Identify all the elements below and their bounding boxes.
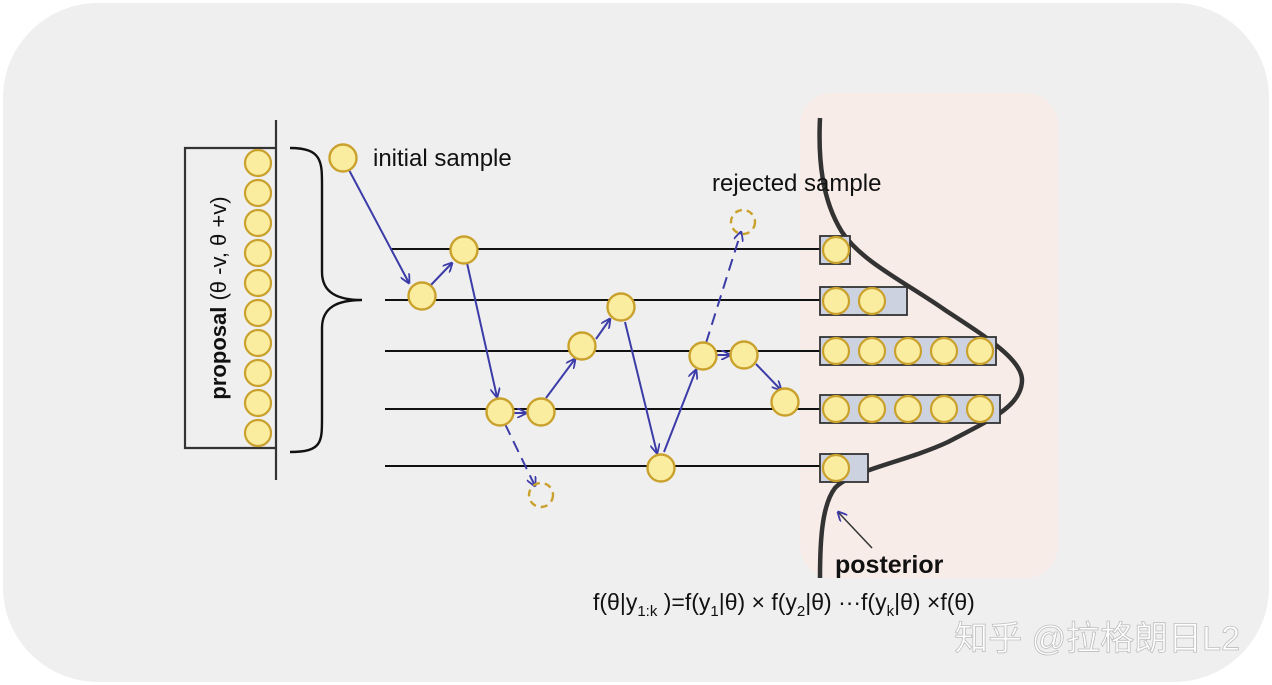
arrow-rejected-bottom <box>504 423 535 486</box>
formula-part-3: |θ) × f(y <box>719 589 798 615</box>
histogram-sample-4-3 <box>893 394 923 424</box>
histogram-sample-3-4 <box>929 336 959 366</box>
formula-sub-2: 2 <box>797 603 805 620</box>
formula-part-5: |θ) ×f(θ) <box>894 589 975 615</box>
chain-sample-10 <box>770 387 800 417</box>
background-card <box>3 3 1269 682</box>
histogram-sample-4-5 <box>965 394 995 424</box>
histogram-sample-4-2 <box>857 394 887 424</box>
initial-sample-point <box>328 143 358 173</box>
posterior-formula: f(θ|y1:k )=f(y1|θ) × f(y2|θ) ···f(yk|θ) … <box>593 589 975 620</box>
chain-samples <box>328 143 800 483</box>
proposal-sample-6 <box>243 298 273 328</box>
proposal-sample-10 <box>243 418 273 448</box>
histogram-sample-4-1 <box>821 394 851 424</box>
rejected-arrows <box>504 232 741 486</box>
histogram-sample-3-5 <box>965 336 995 366</box>
rejected-samples <box>527 208 757 509</box>
arrow-rejected-top <box>705 232 741 344</box>
arrow-s5-to-s6 <box>595 319 610 340</box>
histogram-sample-3-3 <box>893 336 923 366</box>
formula-sub-1: 1 <box>710 603 718 620</box>
formula-sub-1k: 1:k <box>637 603 658 620</box>
proposal-box-border <box>183 146 276 450</box>
watermark: 知乎 @拉格朗日L2 <box>954 620 1240 658</box>
chain-sample-4 <box>526 397 556 427</box>
proposal-sample-3 <box>243 208 273 238</box>
histogram-sample-4-4 <box>929 394 959 424</box>
proposal-sample-7 <box>243 328 273 358</box>
arrow-s6-to-s7 <box>624 321 657 453</box>
proposal-label-bold: proposal <box>206 307 231 400</box>
chain-arrows <box>348 169 781 453</box>
rejected-sample-top <box>729 208 757 236</box>
arrow-s4-to-s5 <box>545 359 575 399</box>
histogram-samples <box>821 235 995 483</box>
posterior-label: posterior <box>835 551 944 579</box>
histogram-sample-3-2 <box>857 336 887 366</box>
chain-sample-6 <box>606 292 636 322</box>
proposal-sample-1 <box>243 148 273 178</box>
formula-part-4: |θ) ···f(y <box>805 589 887 615</box>
arrow-s9-to-s10 <box>755 363 781 390</box>
chain-sample-9 <box>729 340 759 370</box>
posterior-curve <box>817 117 1025 579</box>
chain-sample-2 <box>449 235 479 265</box>
chain-sample-7 <box>646 453 676 483</box>
initial-sample-label: initial sample <box>373 145 512 172</box>
arrow-s7-to-s8 <box>663 370 696 453</box>
histogram-sample-2-2 <box>857 286 887 316</box>
posterior-pointer <box>838 512 873 549</box>
histogram-sample-1-1 <box>821 235 851 265</box>
formula-part-2: )=f(y <box>657 589 711 615</box>
chain-sample-8 <box>688 341 718 371</box>
rejected-sample-label: rejected sample <box>712 170 881 197</box>
proposal-label-range: (θ -v, θ +v) <box>206 196 231 306</box>
chain-sample-5 <box>567 331 597 361</box>
formula-sub-k: k <box>887 603 895 620</box>
proposal-sample-2 <box>243 178 273 208</box>
posterior-panel <box>800 93 1058 578</box>
arrow-s2-to-s3 <box>466 262 497 397</box>
histogram-sample-3-1 <box>821 336 851 366</box>
arrow-initial-to-s1 <box>348 169 409 283</box>
rejected-sample-bottom <box>527 481 555 509</box>
histogram-sample-2-1 <box>821 286 851 316</box>
proposal-sample-4 <box>243 238 273 268</box>
proposal-sample-5 <box>243 268 273 298</box>
chain-sample-3 <box>485 397 515 427</box>
arrow-s1-to-s2 <box>429 263 452 287</box>
curly-brace <box>289 146 363 454</box>
proposal-sample-stack <box>243 148 273 448</box>
formula-part-1: f(θ|y <box>593 589 638 615</box>
proposal-sample-8 <box>243 358 273 388</box>
chain-sample-1 <box>407 281 437 311</box>
proposal-label: proposal (θ -v, θ +v) <box>206 196 231 399</box>
proposal-sample-9 <box>243 388 273 418</box>
histogram-sample-5-1 <box>821 453 851 483</box>
